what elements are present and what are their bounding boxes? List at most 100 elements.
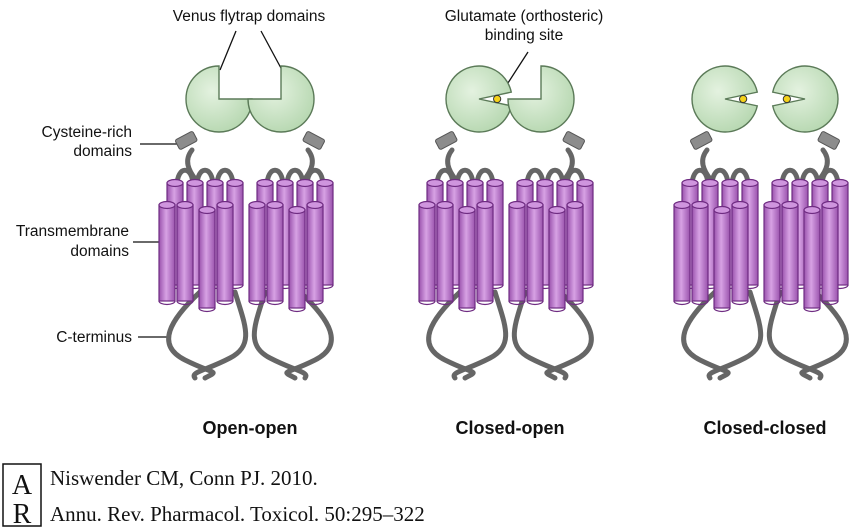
helix-bottom: [781, 300, 799, 306]
helix-body: [821, 204, 839, 302]
helix-bottom: [306, 300, 324, 306]
glutamate-label-line2: binding site: [485, 27, 563, 44]
tm-helix: [713, 205, 731, 313]
helix-body: [266, 204, 284, 302]
venus-flytrap-domains: [185, 65, 315, 133]
c-terminus-tail: [284, 289, 334, 381]
cysteine-label-line1: Cysteine-rich: [42, 124, 132, 141]
tm-helix: [763, 200, 781, 306]
helix-top: [526, 200, 544, 210]
tm-helix: [821, 200, 839, 306]
citation-journal: Annu. Rev. Pharmacol. Toxicol. 50:295–32…: [50, 502, 425, 526]
tm-helix: [436, 200, 454, 306]
cysteine-rich-domains: [435, 131, 585, 150]
helix-top: [276, 178, 294, 188]
c-terminus-label: C-terminus: [56, 329, 132, 346]
helix-bottom: [436, 300, 454, 306]
helix-top: [713, 205, 731, 215]
glutamate-label-line1: Glutamate (orthosteric): [445, 8, 604, 25]
tm-helix: [508, 200, 526, 306]
tm-helix: [673, 200, 691, 306]
helix-top: [516, 178, 534, 188]
helix-top: [548, 205, 566, 215]
helix-bottom: [731, 300, 749, 306]
c-terminus-tail: [426, 289, 476, 381]
c-terminus-tail: [166, 289, 216, 381]
helix-top: [831, 178, 849, 188]
c-terminus-tails: [426, 289, 594, 381]
venus-flytrap-lobe-left: [185, 65, 253, 133]
cysteine-rich-domain-left: [175, 131, 198, 150]
helix-top: [186, 178, 204, 188]
helix-top: [536, 178, 554, 188]
tm-helix: [158, 200, 176, 306]
helix-top: [721, 178, 739, 188]
helix-bottom: [821, 300, 839, 306]
helix-body: [458, 209, 476, 309]
venus-flytrap-domains: [691, 65, 839, 133]
cysteine-rich-domain-right: [817, 131, 840, 150]
helix-bottom: [158, 300, 176, 306]
c-terminus-tail: [766, 289, 824, 381]
helix-top: [576, 178, 594, 188]
helix-bottom: [248, 300, 266, 306]
transmembrane-domains: [158, 178, 334, 313]
helix-top: [296, 178, 314, 188]
helix-bottom: [476, 300, 494, 306]
helix-bottom: [713, 307, 731, 313]
glutamate-ligand: [739, 94, 748, 104]
c-terminus-tail: [681, 289, 731, 381]
helix-body: [763, 204, 781, 302]
helix-body: [713, 209, 731, 309]
cysteine-label-line2: domains: [73, 143, 132, 160]
tm-helix: [248, 200, 266, 306]
tm-helix: [288, 205, 306, 313]
helix-top: [781, 200, 799, 210]
tm-helix: [306, 200, 324, 306]
helix-top: [436, 200, 454, 210]
tm-helix: [266, 200, 284, 306]
glutamate-ligand: [493, 94, 502, 104]
helix-top: [691, 200, 709, 210]
helix-bottom: [216, 300, 234, 306]
helix-top: [266, 200, 284, 210]
helix-body: [548, 209, 566, 309]
helix-top: [791, 178, 809, 188]
venus-callout-line-left: [219, 30, 237, 71]
helix-body: [803, 209, 821, 309]
helix-bottom: [673, 300, 691, 306]
helix-bottom: [266, 300, 284, 306]
helix-body: [198, 209, 216, 309]
transmembrane-label-line2: domains: [70, 243, 129, 260]
cysteine-rich-domain-left: [690, 131, 713, 150]
helix-body: [526, 204, 544, 302]
helix-bottom: [691, 300, 709, 306]
helix-top: [771, 178, 789, 188]
c-terminus-tail: [251, 289, 309, 381]
helix-body: [248, 204, 266, 302]
venus-flytrap-lobe-right: [247, 65, 315, 133]
venus-flytrap-lobe-right: [771, 65, 839, 133]
helix-top: [288, 205, 306, 215]
helix-top: [763, 200, 781, 210]
linker-loops: [445, 147, 575, 183]
helix-top: [226, 178, 244, 188]
helix-top: [673, 200, 691, 210]
venus-flytrap-lobe-right: [507, 65, 575, 133]
helix-top: [158, 200, 176, 210]
helix-body: [158, 204, 176, 302]
c-terminus-tail: [799, 289, 849, 381]
c-terminus-tail: [191, 289, 249, 381]
helix-bottom: [458, 307, 476, 313]
state-label-closed-open: Closed-open: [455, 418, 564, 438]
tm-helix: [526, 200, 544, 306]
helix-body: [781, 204, 799, 302]
c-terminus-tails: [166, 289, 334, 381]
helix-top: [486, 178, 504, 188]
helix-top: [508, 200, 526, 210]
receptor-open-open: [158, 65, 334, 381]
helix-top: [446, 178, 464, 188]
svg-text:R: R: [13, 499, 32, 527]
linker-loops: [185, 147, 315, 183]
